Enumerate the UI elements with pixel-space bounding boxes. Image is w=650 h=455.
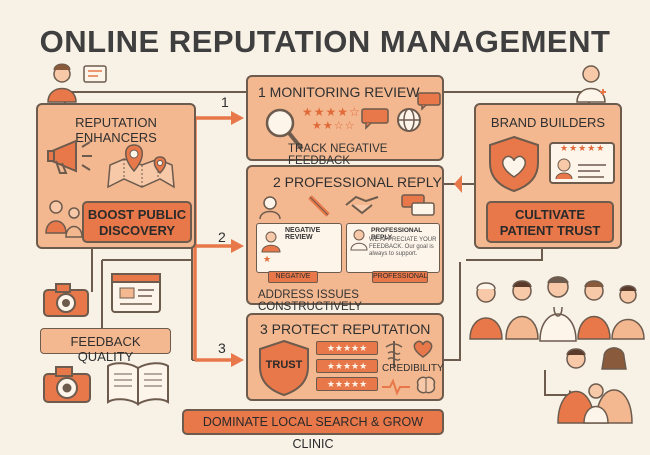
dominate-local-search-button[interactable]: DOMINATE LOCAL SEARCH & GROW CLINIC	[182, 409, 444, 451]
star-rating-row-2: ★★★★★	[316, 359, 378, 373]
professional-reply-body: WE APPRECIATE YOUR FEEDBACK. Our goal is…	[369, 237, 437, 257]
boost-public-discovery-button[interactable]: BOOST PUBLIC DISCOVERY	[82, 201, 192, 243]
feedback-quality-label: FEEDBACK QUALITY	[40, 328, 171, 364]
step-2-title: 2 PROFESSIONAL REPLY	[273, 174, 442, 190]
heartbeat-icon	[382, 378, 410, 396]
browser-window-icon	[111, 273, 161, 313]
step-1-title: 1 MONITORING REVIEW	[258, 84, 420, 100]
handshake-icon	[345, 195, 379, 215]
brain-icon	[416, 376, 436, 394]
step-2-reply-panel: 2 PROFESSIONAL REPLY NEGATIVE REVIEW ★ N…	[246, 165, 444, 313]
step-number-3: 3	[218, 340, 226, 356]
reputation-enhancers-panel: REPUTATION ENHANCERS BOOST PUBLIC DISCOV…	[36, 103, 196, 249]
family-icon	[45, 200, 83, 238]
camera-icon-2	[43, 366, 91, 403]
globe-icon	[397, 108, 421, 132]
chat-bubble-icon-2	[417, 92, 441, 111]
camera-icon	[43, 283, 89, 317]
person-icon	[259, 196, 281, 220]
brand-builders-panel: BRAND BUILDERS ★★★★★ CULTIVATE PATIENT T…	[474, 103, 622, 249]
patient-family-illustration	[557, 347, 633, 424]
trust-badge-label: TRUST	[265, 359, 303, 371]
star-rating-row-3: ★★★★★	[316, 377, 378, 391]
person-with-chat-icon	[47, 63, 107, 103]
cultivate-patient-trust-button[interactable]: CULTIVATE PATIENT TRUST	[486, 201, 614, 243]
credibility-label: CREDIBILITY	[382, 363, 444, 374]
rating-stars: ★★★★☆	[302, 105, 361, 119]
professional-tag: PROFESSIONAL	[372, 271, 428, 283]
step-3-title: 3 PROTECT REPUTATION	[260, 321, 431, 337]
doctor-avatar-icon-top	[576, 65, 606, 103]
feedback-quality-text: FEEDBACK QUALITY	[70, 334, 141, 364]
shield-heart-icon	[489, 135, 539, 193]
shield-icon	[259, 339, 309, 397]
megaphone-icon	[47, 139, 92, 174]
step-1-subtitle: TRACK NEGATIVE FEEDBACK	[288, 143, 388, 167]
open-book-icon	[107, 362, 169, 406]
professional-reply-heading: PROFESSIONAL REPLY	[371, 227, 423, 241]
negative-review-heading: NEGATIVE REVIEW	[285, 227, 321, 241]
profile-card-icon	[549, 142, 615, 184]
chat-bubbles-icon	[401, 194, 435, 216]
heart-icon	[413, 340, 433, 358]
page-title: ONLINE REPUTATION MANAGEMENT	[39, 24, 611, 59]
step-3-protect-panel: 3 PROTECT REPUTATION TRUST ★★★★★ ★★★★★ ★…	[246, 313, 444, 401]
panel-heading: REPUTATION ENHANCERS	[75, 115, 157, 145]
magnifier-icon	[265, 108, 304, 151]
step-2-subtitle: ADDRESS ISSUES CONSTRUCTIVELY	[258, 289, 362, 313]
negative-tag: NEGATIVE	[268, 271, 318, 283]
step-1-monitoring-panel: 1 MONITORING REVIEW ★★★★☆ ★★☆☆ TRACK NEG…	[246, 75, 444, 167]
rating-stars-2: ★★☆☆	[312, 120, 356, 132]
professional-reply-card: PROFESSIONAL REPLY WE APPRECIATE YOUR FE…	[346, 223, 440, 273]
reviewer-avatar-icon	[261, 231, 281, 253]
pen-icon	[308, 195, 330, 217]
profile-stars: ★★★★★	[560, 143, 606, 153]
negative-review-card: NEGATIVE REVIEW ★	[256, 223, 342, 273]
medical-team-illustration	[469, 276, 645, 342]
caduceus-icon	[385, 341, 403, 367]
one-star-rating: ★	[263, 254, 272, 264]
step-number-2: 2	[218, 229, 226, 245]
doctor-avatar-icon	[350, 229, 368, 251]
panel-heading-right: BRAND BUILDERS	[490, 115, 606, 130]
chat-bubble-icon	[361, 108, 389, 130]
map-icon	[107, 144, 175, 189]
step-number-1: 1	[221, 94, 229, 110]
star-rating-row-1: ★★★★★	[316, 341, 378, 355]
